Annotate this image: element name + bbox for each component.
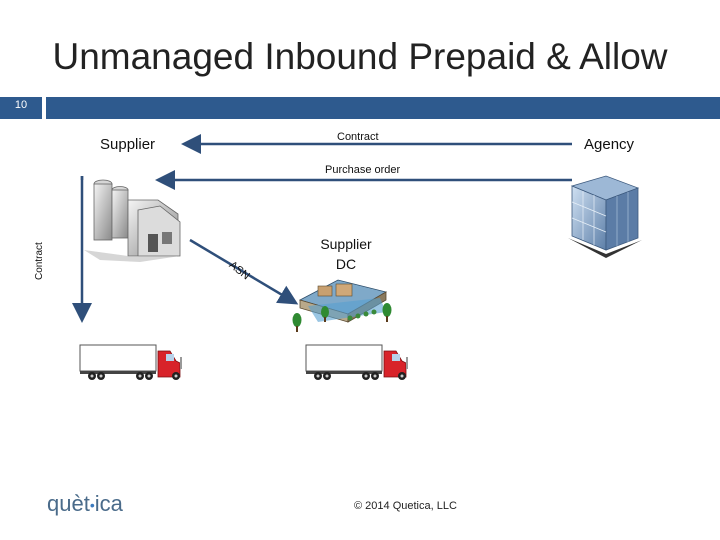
copyright-text: © 2014 Quetica, LLC — [354, 500, 457, 512]
quetica-logo: quèt•ica — [47, 491, 123, 517]
logo-text-end: ica — [94, 491, 123, 516]
supplier-label: Supplier — [100, 136, 156, 153]
truck-icon — [79, 344, 182, 380]
contract-vertical-label: Contract — [34, 242, 45, 280]
logo-text-main: quèt — [47, 491, 90, 516]
contract-arrow-label: Contract — [337, 131, 379, 143]
slide-number-band — [0, 97, 42, 119]
title-underline-band — [46, 97, 720, 119]
slide-number: 10 — [14, 99, 28, 111]
logo-dot: • — [89, 497, 95, 514]
distribution-center-icon — [292, 279, 392, 332]
asn-arrow — [189, 238, 299, 305]
supplier-dc-label: Supplier DC — [320, 236, 372, 272]
slide-title: Unmanaged Inbound Prepaid & Allow — [52, 36, 668, 77]
agency-label: Agency — [584, 136, 635, 153]
truck-icon — [305, 344, 408, 380]
purchase-order-arrow-label: Purchase order — [325, 164, 401, 176]
factory-icon — [84, 179, 181, 262]
office-building-icon — [568, 175, 642, 258]
